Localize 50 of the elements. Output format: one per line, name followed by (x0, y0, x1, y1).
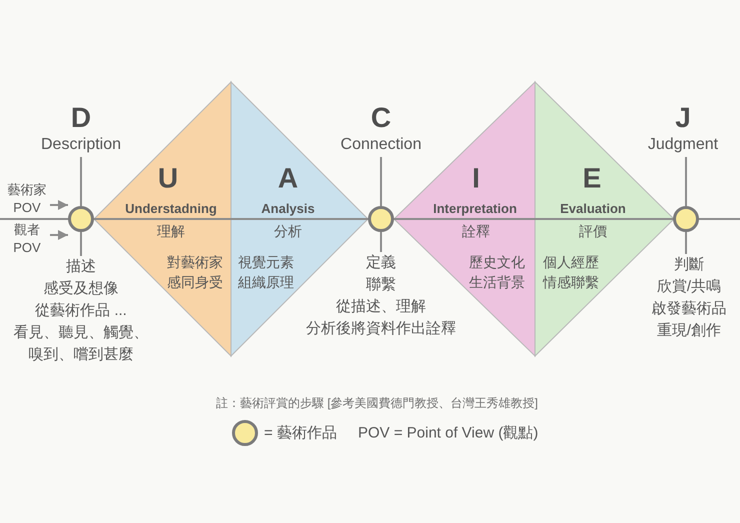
description-text: 歷史文化生活背景 (468, 253, 526, 292)
description-text: 重現/創作 (656, 321, 722, 341)
connector-line (80, 157, 82, 206)
arrow (50, 200, 68, 210)
circle-marker (368, 206, 394, 232)
stage-title: Analysis (261, 201, 315, 217)
stage-subtitle: 理解 (157, 222, 185, 240)
stage-subtitle: 判斷 (673, 255, 705, 275)
definition-text: POV = Point of View (觀點) (358, 424, 538, 442)
stage-letter: I (472, 162, 480, 196)
stage-letter: U (158, 162, 178, 196)
stage-letter: J (674, 103, 692, 133)
stage-title: Connection (340, 135, 422, 155)
arrow (50, 230, 68, 240)
description-text: 分析後將資料作出詮釋 (305, 319, 457, 339)
pov-label: 藝術家 POV (4, 181, 50, 217)
connector-line (685, 157, 687, 206)
connector-line (380, 232, 382, 252)
stage-letter: E (582, 162, 602, 196)
pov-label: 觀者 POV (4, 221, 50, 257)
stage-subtitle: 定義 (365, 253, 397, 273)
stage-subtitle: 分析 (274, 222, 302, 240)
description-text: 個人經歷情感聯繫 (542, 253, 600, 292)
description-text: 啟發藝術品 (650, 299, 728, 319)
stage-subtitle: 詮釋 (462, 222, 490, 240)
stage-title: Interpretation (433, 201, 517, 217)
stage-letter: C (370, 103, 392, 133)
description-text: 欣賞/共鳴 (656, 277, 722, 297)
description-text: 從描述、理解 (335, 297, 427, 317)
legend-text: = 藝術作品 (264, 424, 337, 442)
description-text: 感受及想像 (42, 279, 120, 299)
circle-marker (673, 206, 699, 232)
connector-line (380, 157, 382, 206)
stage-subtitle: 聯繫 (365, 275, 397, 295)
stage-title: Understadning (125, 201, 217, 217)
note-text: 註：藝術評賞的步驟 [參考美國費德門教授、台灣王秀雄教授] (216, 395, 538, 411)
stage-title: Evaluation (560, 201, 626, 217)
stage-letter: D (70, 103, 92, 133)
connector-line (80, 232, 82, 256)
description-text: 視覺元素組織原理 (237, 253, 295, 292)
stage-title: Judgment (646, 135, 720, 155)
stage-subtitle: 描述 (65, 257, 97, 277)
circle-marker (68, 206, 94, 232)
description-text: 對藝術家感同身受 (166, 253, 224, 292)
stage-subtitle: 評價 (579, 222, 607, 240)
description-text: 從藝術作品 ... (34, 301, 128, 321)
connector-line (685, 232, 687, 254)
stage-title: Description (40, 135, 122, 155)
stage-letter: A (278, 162, 298, 196)
description-text: 看見、聽見、觸覺、嗅到、嚐到甚麼 (12, 323, 150, 365)
